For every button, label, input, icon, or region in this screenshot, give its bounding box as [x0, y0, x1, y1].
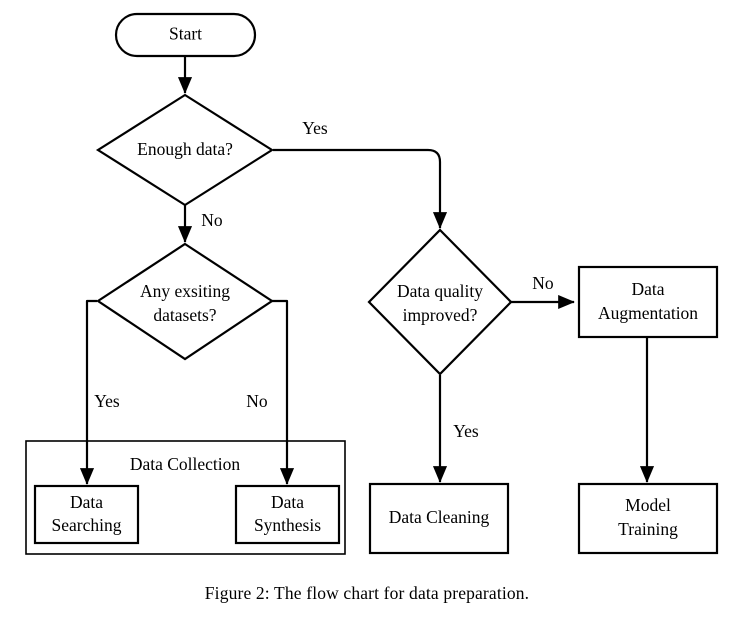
node-model-training-label-line2: Training: [618, 519, 678, 539]
edge-label-enough-data-no: No: [201, 210, 223, 230]
flowchart-canvas: data quality (right then down, rounded c…: [25, 12, 719, 555]
edge-enough-data-yes-to-data-quality: [273, 148, 448, 229]
edge-label-any-datasets-no: No: [246, 391, 268, 411]
node-data-augmentation[interactable]: Data Augmentation: [577, 265, 719, 339]
edge-any-datasets-no-to-data-synthesis: [272, 299, 295, 485]
node-data-cleaning-label: Data Cleaning: [389, 507, 490, 527]
edge-any-datasets-yes-to-data-searching: [79, 299, 97, 485]
edge-label-enough-data-yes: Yes: [302, 118, 328, 138]
node-any-datasets-label-line2: datasets?: [153, 305, 216, 325]
node-enough-data[interactable]: Enough data?: [95, 93, 275, 207]
node-data-quality[interactable]: Data quality improved?: [367, 228, 513, 376]
node-model-training-label-line1: Model: [625, 495, 671, 515]
node-data-collection-group[interactable]: Data Collection: [25, 440, 346, 555]
edge-label-any-datasets-yes: Yes: [94, 391, 120, 411]
node-model-training[interactable]: Model Training: [577, 482, 719, 555]
figure-caption: Figure 2: The flow chart for data prepar…: [204, 583, 530, 603]
node-enough-data-label: Enough data?: [137, 139, 233, 159]
node-start[interactable]: Start: [114, 12, 257, 58]
node-data-synthesis-label-line1: Data: [271, 492, 304, 512]
node-data-collection-label: Data Collection: [130, 454, 241, 474]
node-data-cleaning[interactable]: Data Cleaning: [368, 482, 510, 555]
node-data-quality-label-line2: improved?: [403, 305, 478, 325]
node-data-synthesis[interactable]: Data Synthesis: [234, 484, 341, 545]
node-data-searching-label-line2: Searching: [52, 515, 122, 535]
edge-label-data-quality-no: No: [532, 273, 554, 293]
node-any-datasets-label-line1: Any exsiting: [140, 281, 230, 301]
node-data-searching-label-line1: Data: [70, 492, 103, 512]
node-any-datasets[interactable]: Any exsiting datasets?: [96, 242, 274, 361]
node-data-quality-label-line1: Data quality: [397, 281, 483, 301]
node-data-synthesis-label-line2: Synthesis: [254, 515, 321, 535]
node-data-searching[interactable]: Data Searching: [33, 484, 140, 545]
node-start-label: Start: [169, 24, 202, 44]
node-data-augmentation-label-line1: Data: [631, 279, 664, 299]
edge-label-data-quality-yes: Yes: [453, 421, 479, 441]
node-data-augmentation-label-line2: Augmentation: [598, 303, 698, 323]
